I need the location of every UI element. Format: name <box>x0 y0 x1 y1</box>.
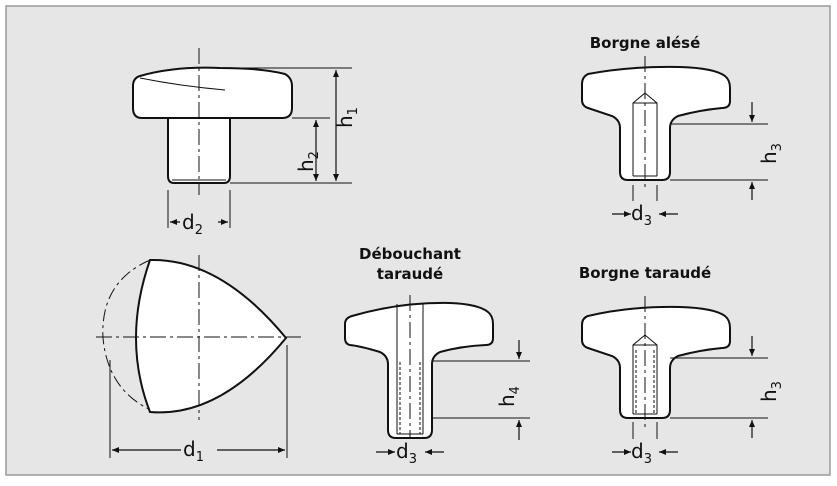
blind-bored-title: Borgne alésé <box>590 34 701 52</box>
blind-tapped-title: Borgne taraudé <box>579 264 711 282</box>
side-view-knob <box>132 66 293 184</box>
h3-label-blind-tapped: h3 <box>757 381 785 402</box>
through-tapped-knob <box>344 301 494 439</box>
h4-label: h4 <box>495 386 523 407</box>
through-tapped-bore <box>396 304 424 435</box>
d3-label-blind-tapped: d3 <box>631 439 652 467</box>
blind-bored-knob <box>581 65 731 181</box>
h1-label: h1 <box>333 107 361 128</box>
d3-label-blind-bored: d3 <box>631 201 652 229</box>
through-tapped-title-line1: Débouchant <box>359 245 461 263</box>
h3-label-blind-bored: h3 <box>757 143 785 164</box>
h2-label: h2 <box>294 151 322 172</box>
d1-label: d1 <box>183 437 204 465</box>
d2-label: d2 <box>182 210 203 238</box>
top-view-dashdot-outline <box>102 259 156 413</box>
through-tapped-title-line2: taraudé <box>377 265 443 283</box>
d3-label-through: d3 <box>396 439 417 467</box>
blind-tapped-knob <box>581 305 731 419</box>
top-view-knob <box>135 258 288 414</box>
